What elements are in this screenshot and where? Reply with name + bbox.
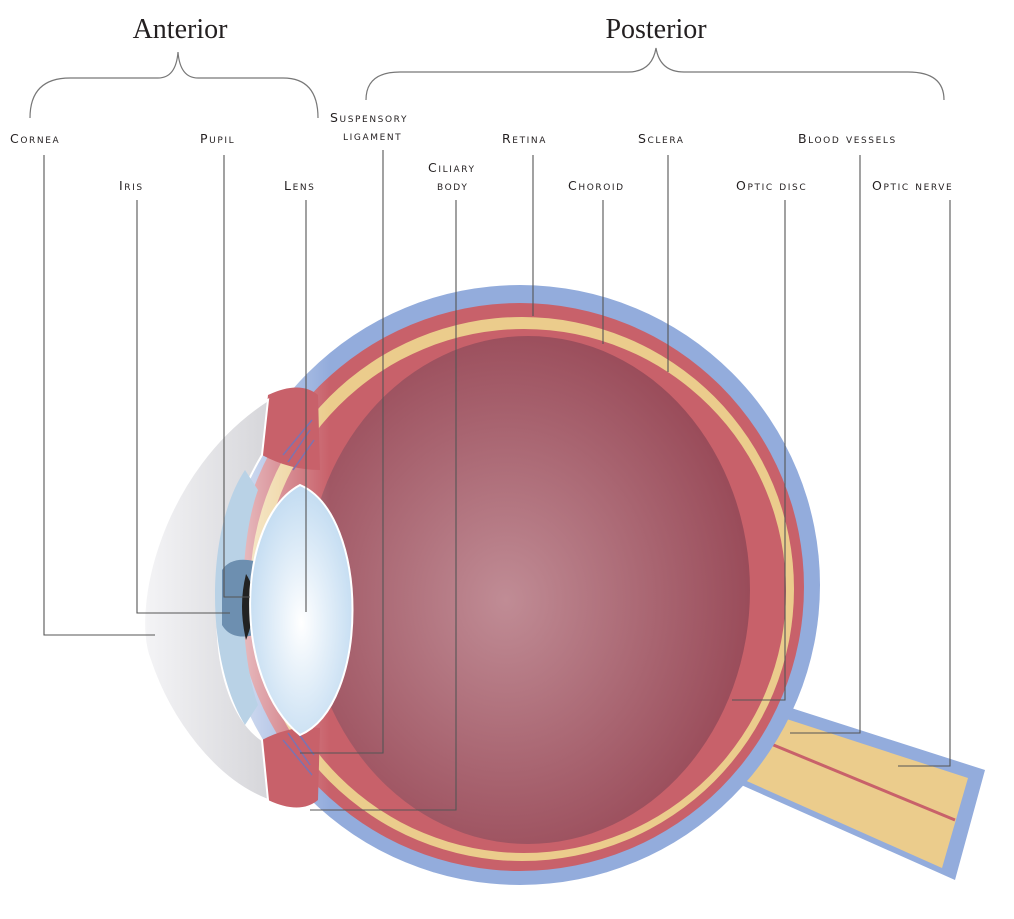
retina-label: Retina	[502, 131, 547, 146]
anterior-brace	[30, 52, 318, 118]
iris-label: Iris	[119, 178, 144, 193]
cornea-label: Cornea	[10, 131, 60, 146]
cornea-leader	[44, 155, 155, 635]
suspensory-ligament-label-2: ligament	[343, 128, 402, 143]
ciliary-body-lower	[262, 728, 320, 808]
optic-nerve-leader	[898, 200, 950, 766]
posterior-heading: Posterior	[605, 14, 707, 45]
ciliary-body-label-1: Ciliary	[428, 160, 476, 175]
blood-vessels-label: Blood vessels	[798, 131, 897, 146]
choroid-label: Choroid	[568, 178, 625, 193]
suspensory-ligament-label-1: Suspensory	[330, 110, 408, 125]
ciliary-body-label-2: body	[437, 178, 468, 193]
sclera-label: Sclera	[638, 131, 685, 146]
anterior-heading: Anterior	[133, 14, 229, 45]
lens-label: Lens	[284, 178, 316, 193]
optic-disc-label: Optic disc	[736, 178, 807, 193]
optic-nerve-label: Optic nerve	[872, 178, 953, 193]
pupil-label: Pupil	[200, 131, 235, 146]
vitreous-body	[306, 336, 750, 844]
posterior-brace	[366, 48, 944, 100]
